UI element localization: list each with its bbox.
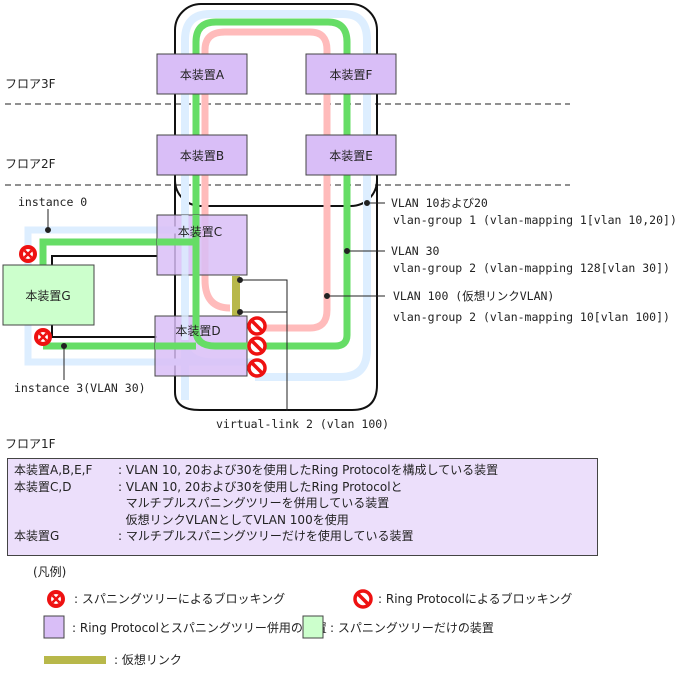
device-f[interactable]: [305, 53, 397, 95]
instance0-label: instance 0: [18, 195, 87, 209]
device-e[interactable]: [305, 134, 397, 176]
vlan1020-detail: vlan-group 1 (vlan-mapping 1[vlan 10,20]…: [393, 213, 677, 227]
desc-key: [14, 512, 118, 529]
device-c-label: 本装置C: [178, 225, 222, 239]
callouts: [45, 200, 385, 411]
desc-text: マルチプルスパニングツリーを併用している装置: [118, 496, 390, 510]
desc-key: 本装置A,B,E,F: [14, 463, 93, 477]
device-g[interactable]: [2, 264, 95, 326]
device-e-label: 本装置E: [329, 149, 373, 163]
ring-block-icon: [247, 358, 267, 378]
legend-title: (凡例): [33, 565, 66, 579]
vlan1020-ring: [181, 10, 371, 400]
device-description-box: 本装置A,B,E,F : VLAN 10, 20および30を使用したRing Pr…: [7, 458, 598, 556]
vlan30-detail: vlan-group 2 (vlan-mapping 128[vlan 30]): [393, 261, 670, 275]
legend-stp-block-icon: [47, 590, 65, 608]
device-b[interactable]: [156, 134, 248, 176]
legend-virtual-link-label: : 仮想リンク: [114, 652, 182, 667]
desc-row: 本装置A,B,E,F : VLAN 10, 20および30を使用したRing Pr…: [14, 462, 597, 479]
vlan1020-title: VLAN 10および20: [391, 196, 488, 210]
desc-text: : VLAN 10, 20および30を使用したRing Protocolと: [118, 479, 403, 494]
legend-stp-block-label: : スパニングツリーによるブロッキング: [74, 591, 285, 606]
virtual-link-label: virtual-link 2 (vlan 100): [216, 417, 389, 431]
stp-block-icon: [34, 328, 52, 346]
vlan30-ring: [192, 18, 351, 350]
ring-block-icon: [247, 316, 267, 336]
vlan30-overlay-corner: [192, 329, 255, 350]
desc-row: 本装置C,D : VLAN 10, 20および30を使用したRing Protoc…: [14, 479, 597, 496]
instance3-label: instance 3(VLAN 30): [14, 381, 146, 395]
legend-ring-block-icon: [353, 589, 373, 609]
instance3-upper-path: [39, 238, 196, 265]
legend-stp-device-label: : スパニングツリーだけの装置: [330, 621, 494, 635]
legend-virtual-link-swatch: [44, 656, 106, 664]
desc-row: マルチプルスパニングツリーを併用している装置: [14, 495, 597, 512]
floor-1f-label: フロア1F: [5, 437, 56, 451]
legend-stp-device-swatch: [302, 615, 324, 639]
vlan30-title: VLAN 30: [391, 244, 440, 258]
ring-block-icon: [247, 336, 267, 356]
desc-row: 仮想リンクVLANとしてVLAN 100を使用: [14, 512, 597, 529]
link-g-d: [51, 325, 157, 338]
building-outline: [174, 3, 378, 207]
vlan100-title: VLAN 100 (仮想リンクVLAN): [393, 289, 554, 303]
device-b-label: 本装置B: [180, 149, 224, 163]
desc-row: 本装置G : マルチプルスパニングツリーだけを使用している装置: [14, 528, 597, 545]
floor-2f-label: フロア2F: [5, 157, 56, 171]
desc-key: 本装置C,D: [14, 479, 72, 494]
device-a[interactable]: [156, 53, 248, 95]
legend-ring-block-label: : Ring Protocolによるブロッキング: [378, 591, 572, 606]
vlan100-ring-corner: [201, 279, 231, 312]
vlan100-detail: vlan-group 2 (vlan-mapping 10[vlan 100]): [393, 310, 670, 324]
desc-text: 仮想リンクVLANとしてVLAN 100を使用: [118, 512, 349, 527]
desc-text: : マルチプルスパニングツリーだけを使用している装置: [118, 529, 414, 543]
vlan100-ring: [201, 28, 331, 332]
device-d-label: 本装置D: [175, 324, 220, 338]
desc-key: [14, 495, 118, 512]
floor-3f-label: フロア3F: [5, 77, 56, 91]
desc-key: 本装置G: [14, 529, 60, 543]
device-a-label: 本装置A: [180, 68, 225, 82]
device-g-label: 本装置G: [25, 289, 70, 303]
stp-block-icon: [19, 245, 37, 263]
legend-ring-stp-device-swatch: [43, 615, 65, 639]
legend-ring-stp-device-label: : Ring Protocolとスパニングツリー併用の装置: [72, 621, 327, 635]
building-outline-lower: [174, 180, 378, 411]
desc-text: : VLAN 10, 20および30を使用したRing Protocolを構成し…: [118, 463, 499, 477]
device-f-label: 本装置F: [330, 68, 373, 82]
link-g-c: [51, 255, 157, 265]
